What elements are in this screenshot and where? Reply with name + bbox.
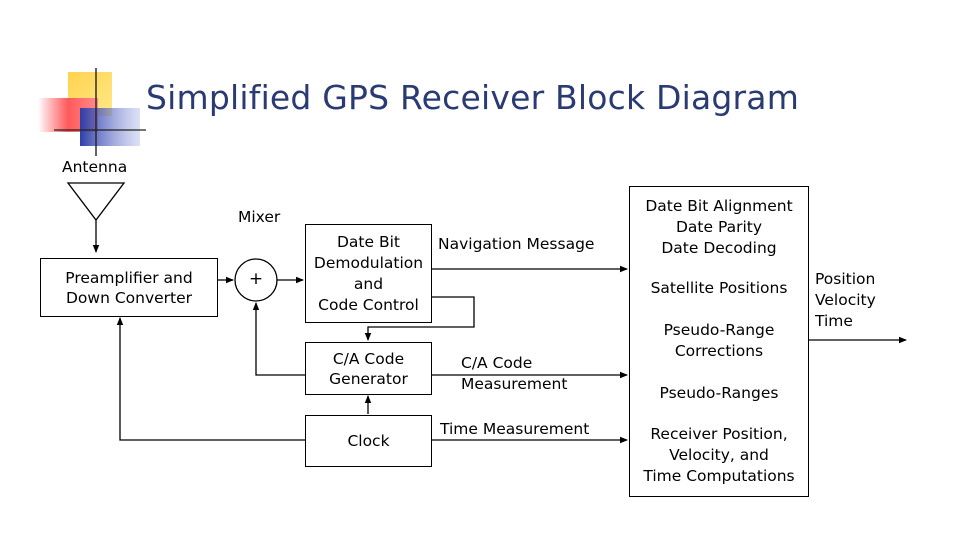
demod-line-1: Date Bit [337, 232, 400, 251]
ca-measurement-label-1: C/A Code [461, 354, 533, 372]
demodulation-block: Date Bit Demodulation and Code Control [305, 224, 432, 323]
ca-measurement-label-2: Measurement [461, 375, 568, 393]
output-velocity: Velocity [815, 291, 876, 309]
mixer-label: Mixer [238, 208, 281, 226]
output-labels: Position Velocity Time [815, 269, 876, 332]
demod-line-4: Code Control [318, 295, 419, 314]
antenna-label: Antenna [62, 158, 128, 176]
page-title: Simplified GPS Receiver Block Diagram [146, 78, 800, 117]
ca-gen-line-2: Generator [329, 369, 408, 388]
proc-line-1: Date Bit Alignment [645, 197, 793, 215]
proc-line-4: Satellite Positions [650, 279, 788, 297]
logo-graphic [38, 68, 146, 156]
proc-line-2: Date Parity [675, 218, 763, 236]
clock-block: Clock [305, 415, 432, 467]
navigation-message-label: Navigation Message [438, 235, 595, 253]
ca-code-generator-block: C/A Code Generator [305, 342, 432, 395]
proc-line-10: Time Computations [643, 467, 795, 485]
proc-line-9: Velocity, and [669, 446, 769, 464]
clock-label: Clock [347, 432, 390, 450]
preamp-line-2: Down Converter [65, 288, 193, 307]
proc-line-3: Date Decoding [661, 239, 777, 257]
time-measurement-label: Time Measurement [440, 420, 590, 438]
output-position: Position [815, 270, 876, 288]
antenna-icon [66, 182, 126, 222]
processor-block: Date Bit Alignment Date Parity Date Deco… [629, 186, 809, 497]
output-time: Time [815, 312, 853, 330]
proc-line-5: Pseudo-Range [663, 321, 775, 339]
mixer-symbol: + [248, 269, 264, 289]
proc-line-7: Pseudo-Ranges [659, 384, 779, 402]
preamp-line-1: Preamplifier and [65, 268, 193, 287]
demod-line-3: and [353, 274, 384, 293]
preamplifier-block: Preamplifier and Down Converter [40, 258, 218, 317]
proc-line-6: Corrections [674, 342, 764, 360]
ca-gen-line-1: C/A Code [332, 349, 405, 368]
demod-line-2: Demodulation [313, 253, 424, 272]
proc-line-8: Receiver Position, [650, 425, 788, 443]
